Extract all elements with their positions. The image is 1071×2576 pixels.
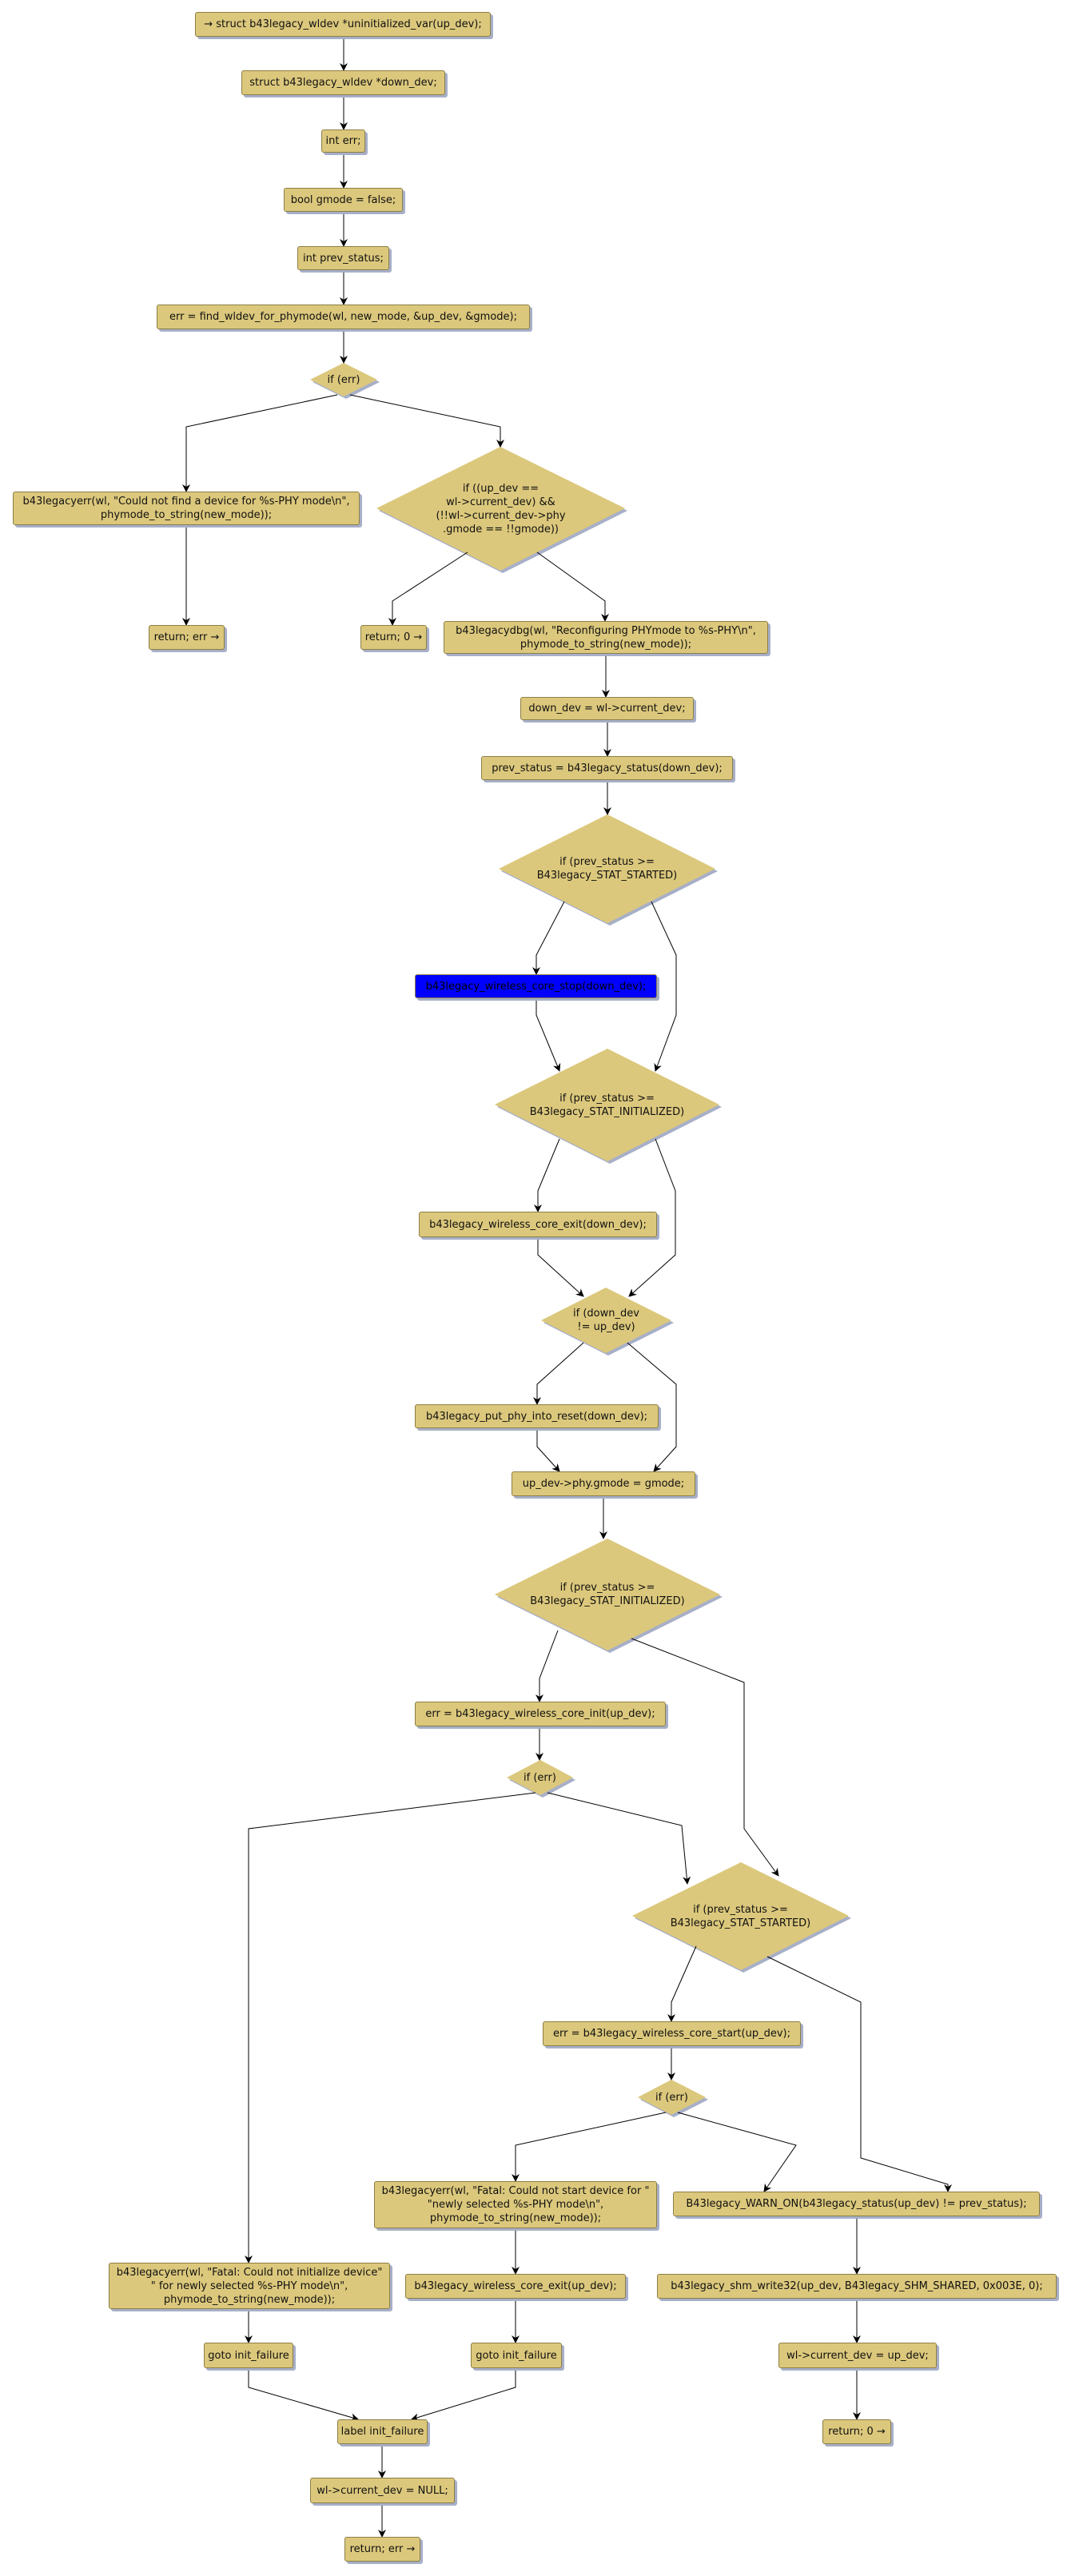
decision-label-down-ne-up[interactable]: if (down_dev != up_dev): [573, 1308, 639, 1333]
decision-label-initialized-1[interactable]: if (prev_status >= B43legacy_STAT_INITIA…: [529, 1092, 685, 1118]
node-goto-init-failure-1[interactable]: goto init_failure: [204, 2343, 293, 2368]
node-label-init-failure[interactable]: label init_failure: [337, 2419, 428, 2444]
node-err-start-failed[interactable]: b43legacyerr(wl, "Fatal: Could not start…: [374, 2181, 657, 2228]
node-set-current-dev[interactable]: wl->current_dev = up_dev;: [778, 2343, 937, 2368]
decision-initialized-1: [495, 1049, 719, 1161]
decision-down-ne-up: [541, 1288, 671, 1353]
decision-label-if-err-3[interactable]: if (err): [655, 2091, 688, 2104]
node-warn-on[interactable]: B43legacy_WARN_ON(b43legacy_status(up_de…: [673, 2192, 1040, 2216]
node-clear-current-dev[interactable]: wl->current_dev = NULL;: [310, 2478, 455, 2503]
node-set-gmode[interactable]: up_dev->phy.gmode = gmode;: [512, 1471, 695, 1496]
node-return-err-2[interactable]: return; err →: [344, 2537, 420, 2562]
decision-initialized-2: [495, 1539, 720, 1650]
decision-label-if-err-2[interactable]: if (err): [524, 1771, 556, 1784]
node-core-exit-down[interactable]: b43legacy_wireless_core_exit(down_dev);: [419, 1212, 657, 1237]
node-declare-down-dev[interactable]: struct b43legacy_wldev *down_dev;: [241, 70, 445, 95]
node-down-dev-assign[interactable]: down_dev = wl->current_dev;: [520, 697, 694, 720]
decision-started-2: [632, 1862, 849, 1970]
node-err-no-device[interactable]: b43legacyerr(wl, "Could not find a devic…: [13, 492, 360, 525]
node-declare-prev-status[interactable]: int prev_status;: [297, 246, 389, 270]
node-return-err-1[interactable]: return; err →: [149, 625, 225, 650]
decision-if-err-3: [638, 2080, 706, 2115]
node-declare-err[interactable]: int err;: [321, 129, 365, 153]
node-prev-status-assign[interactable]: prev_status = b43legacy_status(down_dev)…: [481, 756, 733, 780]
node-declare-gmode[interactable]: bool gmode = false;: [284, 188, 403, 212]
decision-label-if-err-1[interactable]: if (err): [327, 373, 360, 386]
node-declare-up-dev[interactable]: → struct b43legacy_wldev *uninitialized_…: [195, 12, 491, 37]
decision-shapes: [310, 363, 851, 2117]
node-core-stop-highlighted[interactable]: b43legacy_wireless_core_stop(down_dev);: [415, 974, 657, 998]
decision-if-err-1: [310, 363, 377, 396]
decision-started-1: [499, 814, 715, 923]
decision-if-err-2: [507, 1760, 573, 1795]
node-core-exit-up[interactable]: b43legacy_wireless_core_exit(up_dev);: [405, 2274, 626, 2299]
decision-same-dev: [376, 447, 625, 571]
node-dbg-reconfigure[interactable]: b43legacydbg(wl, "Reconfiguring PHYmode …: [444, 621, 768, 654]
decision-label-same-dev[interactable]: if ((up_dev == wl->current_dev) && (!!wl…: [436, 482, 566, 536]
node-return-0-1[interactable]: return; 0 →: [360, 625, 427, 650]
decision-label-started-1[interactable]: if (prev_status >= B43legacy_STAT_STARTE…: [536, 856, 678, 882]
decision-label-started-2[interactable]: if (prev_status >= B43legacy_STAT_STARTE…: [670, 1903, 811, 1929]
node-return-0-2[interactable]: return; 0 →: [822, 2419, 891, 2444]
node-shm-write[interactable]: b43legacy_shm_write32(up_dev, B43legacy_…: [657, 2274, 1057, 2299]
node-core-init[interactable]: err = b43legacy_wireless_core_init(up_de…: [415, 1702, 666, 1726]
node-err-init-failed[interactable]: b43legacyerr(wl, "Fatal: Could not initi…: [109, 2263, 390, 2309]
node-goto-init-failure-2[interactable]: goto init_failure: [471, 2343, 562, 2368]
decision-label-initialized-2[interactable]: if (prev_status >= B43legacy_STAT_INITIA…: [530, 1582, 685, 1607]
node-phy-reset[interactable]: b43legacy_put_phy_into_reset(down_dev);: [415, 1404, 659, 1428]
node-core-start[interactable]: err = b43legacy_wireless_core_start(up_d…: [543, 2021, 801, 2046]
node-find-wldev[interactable]: err = find_wldev_for_phymode(wl, new_mod…: [157, 305, 530, 329]
